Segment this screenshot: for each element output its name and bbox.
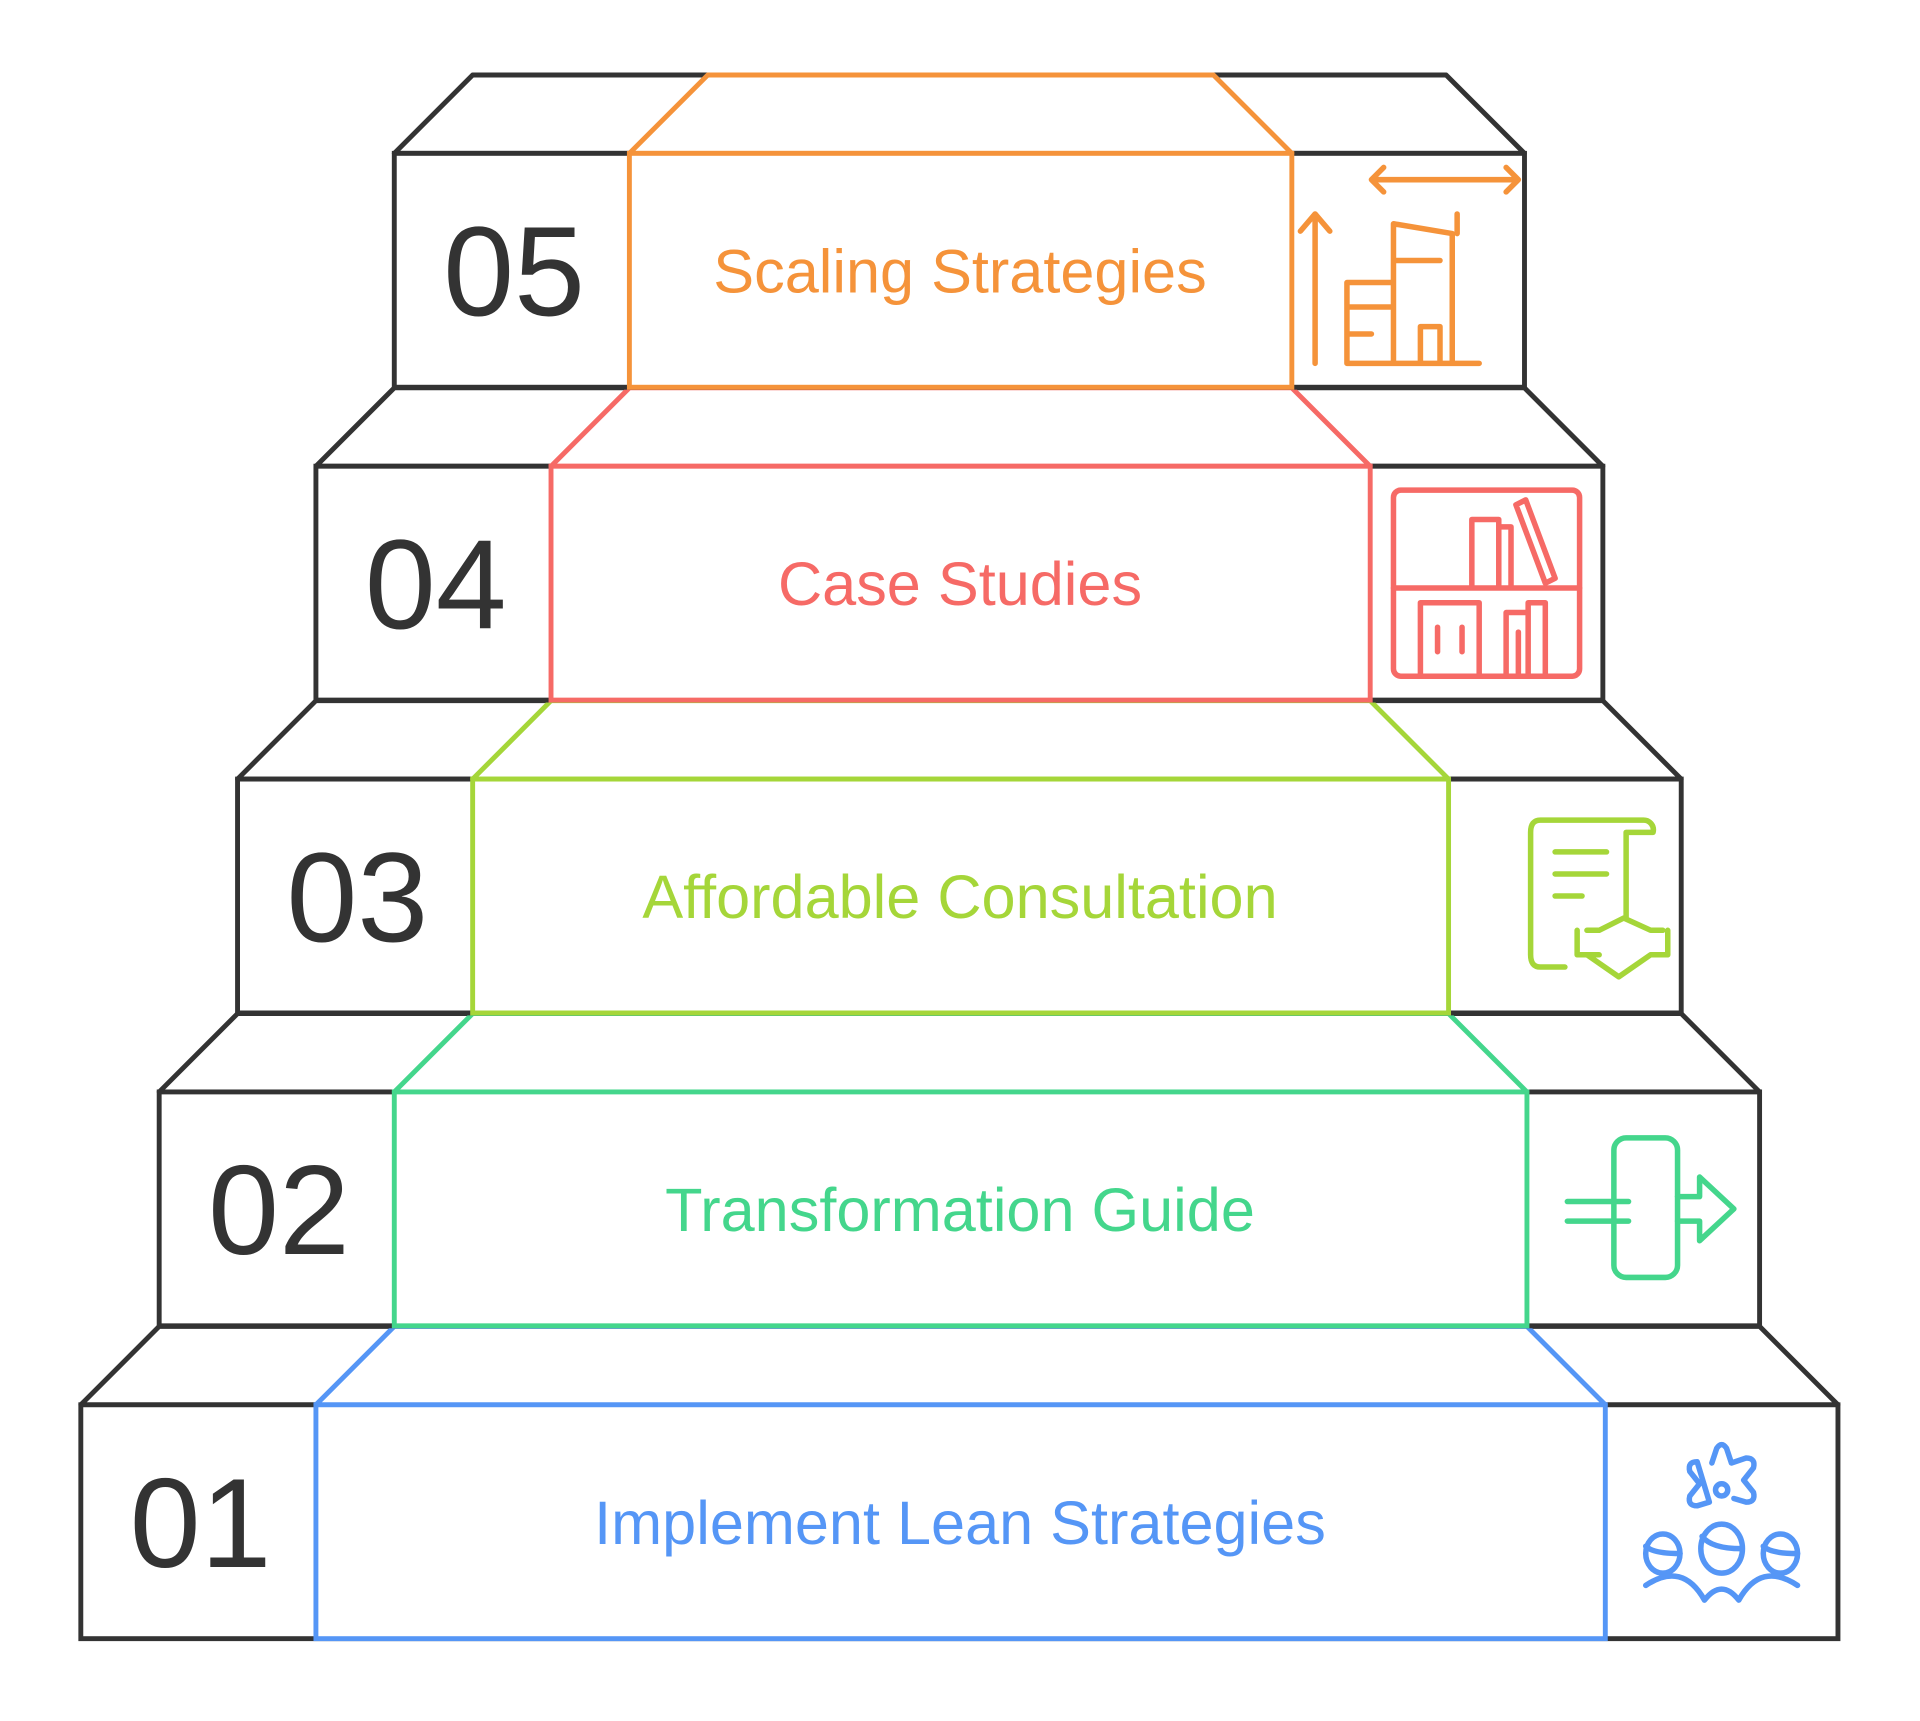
contract-handshake-icon <box>1527 817 1671 980</box>
step-4-number: 04 <box>365 513 507 655</box>
step-4 <box>313 385 1606 703</box>
step-center-tread <box>626 72 1295 156</box>
step-center-box <box>548 463 1373 703</box>
step-3-label: Affordable Consultation <box>642 863 1277 931</box>
step-center-tread <box>470 698 1452 782</box>
step-center-tread <box>313 1323 1608 1408</box>
step-center-box <box>470 776 1452 1016</box>
step-1-number: 01 <box>130 1452 272 1594</box>
step-2-number: 02 <box>208 1139 350 1281</box>
exit-arrow-icon <box>1564 1135 1737 1281</box>
step-center-box <box>313 1402 1608 1642</box>
step-2 <box>156 1011 1763 1329</box>
step-3 <box>235 698 1684 1016</box>
step-5-number: 05 <box>443 201 585 343</box>
step-4-label: Case Studies <box>778 550 1142 618</box>
step-5 <box>391 72 1527 390</box>
step-1 <box>78 1323 1841 1642</box>
team-gear-icon <box>1642 1441 1801 1603</box>
step-center-tread <box>391 1011 1530 1095</box>
step-1-label: Implement Lean Strategies <box>594 1489 1326 1557</box>
bookshelf-icon <box>1390 487 1583 679</box>
step-center-box <box>626 150 1295 390</box>
step-center-box <box>391 1089 1530 1329</box>
step-center-tread <box>548 385 1373 469</box>
step-3-number: 03 <box>287 826 429 968</box>
building-scale-icon <box>1297 164 1522 367</box>
step-2-label: Transformation Guide <box>665 1176 1255 1244</box>
step-5-label: Scaling Strategies <box>713 237 1206 305</box>
